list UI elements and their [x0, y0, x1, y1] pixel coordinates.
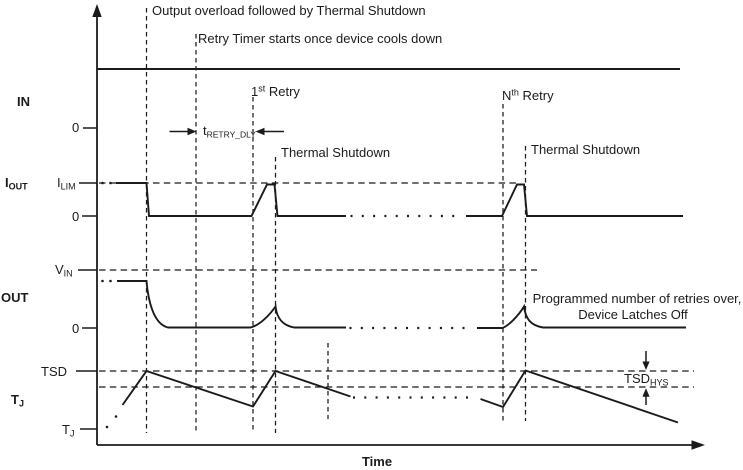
out-lead-dot [101, 279, 104, 283]
out-zero-label: 0 [72, 321, 79, 336]
vin-level-label: VIN [55, 262, 73, 279]
tj-lead-dot [114, 415, 118, 418]
iout-signal-label: IOUT [5, 175, 28, 192]
time-axis [97, 440, 705, 450]
annotation-latch-off-line1: Programmed number of retries over, [533, 291, 742, 306]
tsd-level-label: TSD [41, 364, 67, 379]
annotation-nth-retry: Nth Retry [502, 88, 554, 104]
tj-segment-1 [121, 369, 351, 408]
iout-lead-dot [109, 181, 112, 185]
tj-segment-2 [480, 369, 679, 424]
retry-delay-right-arrow-icon [255, 127, 265, 136]
tj-lead-dot [105, 425, 109, 429]
tsd-hys-dimension [642, 351, 650, 405]
annotation-tsd-hys: TSDHYS [624, 371, 669, 388]
annotation-thermal-shutdown-2: Thermal Shutdown [531, 142, 640, 157]
out-waveform [101, 279, 686, 330]
iout-segment-2 [466, 183, 683, 217]
out-lead-dot [109, 279, 112, 283]
tj-level-label: TJ [62, 422, 74, 439]
annotation-thermal-shutdown-1: Thermal Shutdown [281, 145, 390, 160]
retry-delay-dimension [169, 127, 284, 136]
annotation-retry-delay: tRETRY_DLY [203, 123, 256, 140]
annotation-latch-off-line2: Device Latches Off [578, 307, 688, 322]
ilim-level-label: ILIM [57, 175, 76, 192]
annotation-overload: Output overload followed by Thermal Shut… [152, 3, 426, 18]
tsd-hys-down-arrow-icon [642, 361, 650, 370]
in-signal-label: IN [17, 94, 30, 109]
tj-signal-label: TJ [11, 392, 24, 409]
iout-zero-label: 0 [72, 209, 79, 224]
annotation-retry-timer: Retry Timer starts once device cools dow… [198, 31, 442, 46]
out-segment-2 [477, 303, 686, 329]
time-axis-arrow-icon [691, 440, 705, 450]
in-zero-label: 0 [72, 120, 79, 135]
time-axis-label: Time [362, 454, 392, 469]
tsd-hys-up-arrow-icon [642, 388, 650, 397]
iout-lead-dot [101, 181, 104, 185]
retry-delay-left-arrow-icon [187, 127, 197, 136]
y-axis-arrow-icon [92, 4, 102, 17]
iout-segment-1 [116, 182, 346, 217]
out-segment-1 [117, 280, 346, 329]
out-signal-label: OUT [1, 290, 29, 305]
y-axis [92, 4, 102, 445]
iout-waveform [101, 181, 683, 218]
tj-waveform [105, 369, 679, 429]
annotation-first-retry: 1st Retry [251, 84, 300, 100]
